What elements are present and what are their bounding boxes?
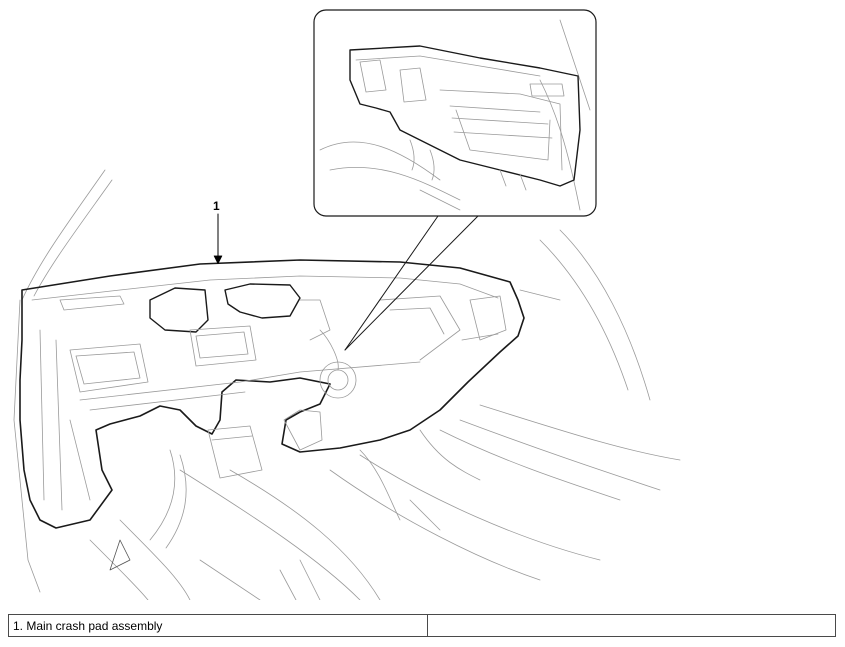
crash-pad-body [19,259,525,571]
callout-1-number: 1 [213,199,220,213]
crash-pad-illustration: 1 [13,9,681,600]
body-outline-lines [13,169,681,600]
callout-1 [213,213,223,265]
legend-row: 1. Main crash pad assembly [8,614,836,637]
legend-item-1: 1. Main crash pad assembly [8,614,428,637]
legend-table: 1. Main crash pad assembly [8,614,836,637]
legend-empty-cell [427,614,836,637]
zoom-pointer [344,215,479,351]
detail-inset [313,9,597,217]
